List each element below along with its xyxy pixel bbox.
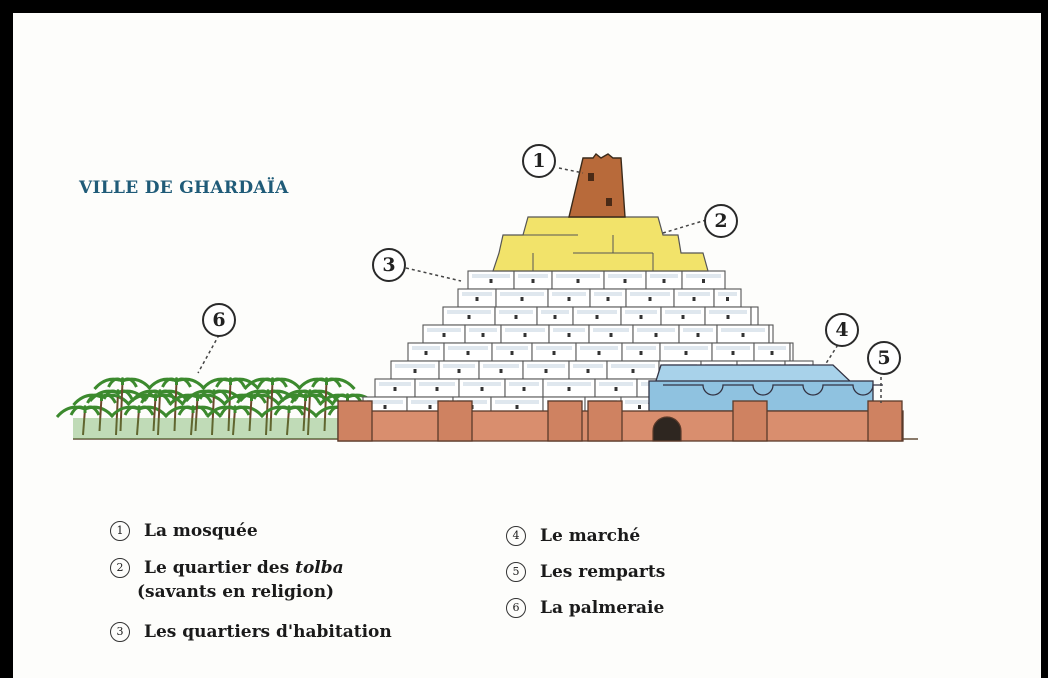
- tolba-quarter: [492, 216, 709, 272]
- marker-palm-grove: 6: [202, 303, 236, 337]
- marker-ramparts: 5: [867, 341, 901, 375]
- legend-item-tolba-subtext: (savants en religion): [137, 582, 335, 602]
- ramparts: [337, 400, 904, 442]
- marker-tolba-quarter: 2: [704, 204, 738, 238]
- marker-residential-quarters: 3: [372, 248, 406, 282]
- illustration-canvas: VILLE DE GHARDAÏA: [13, 13, 1041, 678]
- ghardaia-illustration: [55, 153, 918, 442]
- mosque-minaret: [568, 153, 626, 218]
- page-title: VILLE DE GHARDAÏA: [79, 178, 289, 198]
- marker-mosque: 1: [522, 144, 556, 178]
- marker-market: 4: [825, 313, 859, 347]
